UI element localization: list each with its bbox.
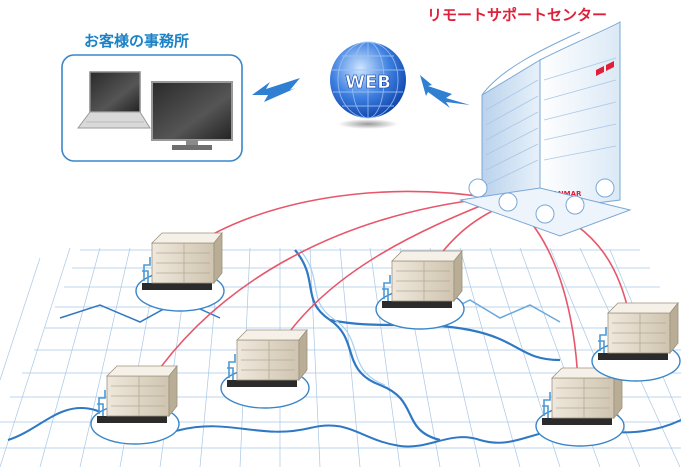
link-arrow-left [252,78,300,102]
brand-mark-icon [596,61,614,76]
link-arrow-right [420,75,470,108]
remote-support-center-label: リモートサポートセンター [427,6,608,24]
heat-pump-unit-5 [535,367,625,447]
support-center-building: YANMAR [459,21,632,237]
laptop-icon [77,71,151,129]
heat-pump-unit-4 [90,365,180,445]
web-label: WEB [345,72,391,93]
heat-pump-unit-2 [375,250,465,330]
heat-pump-unit-3 [220,329,310,409]
connection-lines [149,190,631,383]
customer-office-label: お客様の事務所 [84,32,190,50]
heat-pump-unit-1 [135,232,225,312]
river [294,249,561,442]
customer-office-box [61,54,243,162]
heat-pump-unit-6 [591,302,681,382]
web-globe-icon [330,41,406,129]
monitor-icon [151,81,233,150]
